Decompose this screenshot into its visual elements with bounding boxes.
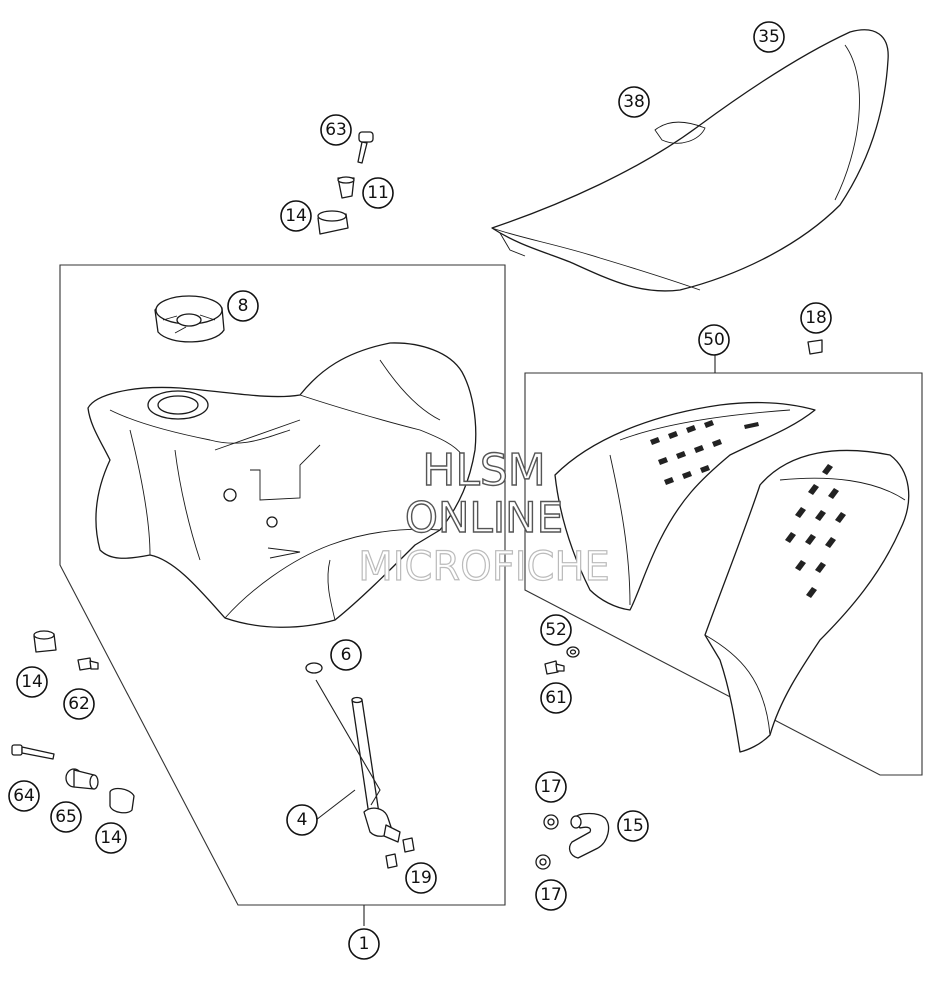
callout-17-top[interactable]: 17 <box>535 771 567 803</box>
spacer-11 <box>337 176 355 199</box>
callout-17-bottom[interactable]: 17 <box>535 879 567 911</box>
callout-65[interactable]: 65 <box>50 801 82 833</box>
bolt-63 <box>357 131 374 164</box>
bolt-18 <box>807 339 823 355</box>
svg-text:11: 11 <box>367 183 389 203</box>
fuel-tank-group-frame <box>59 264 506 906</box>
bolt-64 <box>11 744 55 760</box>
grommet-14-left <box>33 630 57 653</box>
fuel-cap <box>154 295 225 343</box>
svg-text:61: 61 <box>545 688 567 708</box>
callout-35[interactable]: 35 <box>753 21 785 53</box>
svg-text:14: 14 <box>285 206 307 226</box>
callout-14-left[interactable]: 14 <box>16 666 48 698</box>
callout-63[interactable]: 63 <box>320 114 352 146</box>
callout-11[interactable]: 11 <box>362 177 394 209</box>
watermark-line-3: MICROFICHE <box>358 544 610 590</box>
svg-text:64: 64 <box>13 786 35 806</box>
hose-clamp-17-bottom <box>535 854 551 870</box>
side-panel-right <box>704 449 910 753</box>
svg-text:6: 6 <box>341 645 352 665</box>
svg-text:62: 62 <box>68 694 90 714</box>
svg-text:15: 15 <box>622 816 644 836</box>
callout-6[interactable]: 6 <box>330 639 362 671</box>
panel-right-slots <box>785 464 846 598</box>
svg-text:14: 14 <box>21 672 43 692</box>
hose-clamp-17-top <box>543 814 559 830</box>
svg-text:65: 65 <box>55 807 77 827</box>
seat <box>491 29 889 292</box>
breather-hose <box>568 812 610 859</box>
grommet-14-top <box>317 210 349 235</box>
svg-text:18: 18 <box>805 308 827 328</box>
o-ring <box>305 662 323 674</box>
bushing-65 <box>65 768 99 790</box>
screw-61 <box>544 660 565 675</box>
watermark: HLSM ONLINE MICROFICHE <box>358 444 611 590</box>
callout-14-right[interactable]: 14 <box>95 822 127 854</box>
fuel-tank <box>87 342 477 628</box>
screws-19 <box>385 837 415 869</box>
callout-19[interactable]: 19 <box>405 862 437 894</box>
svg-text:63: 63 <box>325 120 347 140</box>
callout-50[interactable]: 50 <box>698 324 730 356</box>
svg-text:35: 35 <box>758 27 780 47</box>
washer-52 <box>566 646 580 658</box>
svg-text:52: 52 <box>545 620 567 640</box>
grommet-14-right <box>109 787 135 814</box>
callout-61[interactable]: 61 <box>540 682 572 714</box>
svg-text:38: 38 <box>623 92 645 112</box>
callout-15[interactable]: 15 <box>617 810 649 842</box>
leader-lines <box>315 355 716 926</box>
svg-text:17: 17 <box>540 885 562 905</box>
callout-8[interactable]: 8 <box>227 290 259 322</box>
callout-52[interactable]: 52 <box>540 614 572 646</box>
svg-text:8: 8 <box>238 296 249 316</box>
svg-text:50: 50 <box>703 330 725 350</box>
callout-4[interactable]: 4 <box>286 804 318 836</box>
side-panels-group-frame <box>524 372 923 776</box>
fuel-tap <box>351 696 401 843</box>
callout-38[interactable]: 38 <box>618 86 650 118</box>
callout-62[interactable]: 62 <box>63 688 95 720</box>
callouts: 35 38 63 11 14 8 18 50 6 52 61 <box>8 21 832 960</box>
bolt-62 <box>77 657 99 671</box>
side-panel-left <box>554 401 816 611</box>
svg-text:4: 4 <box>297 810 308 830</box>
callout-64[interactable]: 64 <box>8 780 40 812</box>
svg-text:14: 14 <box>100 828 122 848</box>
watermark-line-1: HLSM <box>422 445 546 496</box>
panel-left-slots <box>650 420 759 485</box>
callout-18[interactable]: 18 <box>800 302 832 334</box>
watermark-line-2: ONLINE <box>405 493 563 542</box>
svg-text:19: 19 <box>410 868 432 888</box>
svg-text:1: 1 <box>359 934 370 954</box>
callout-1[interactable]: 1 <box>348 928 380 960</box>
svg-text:17: 17 <box>540 777 562 797</box>
callout-14-top[interactable]: 14 <box>280 200 312 232</box>
